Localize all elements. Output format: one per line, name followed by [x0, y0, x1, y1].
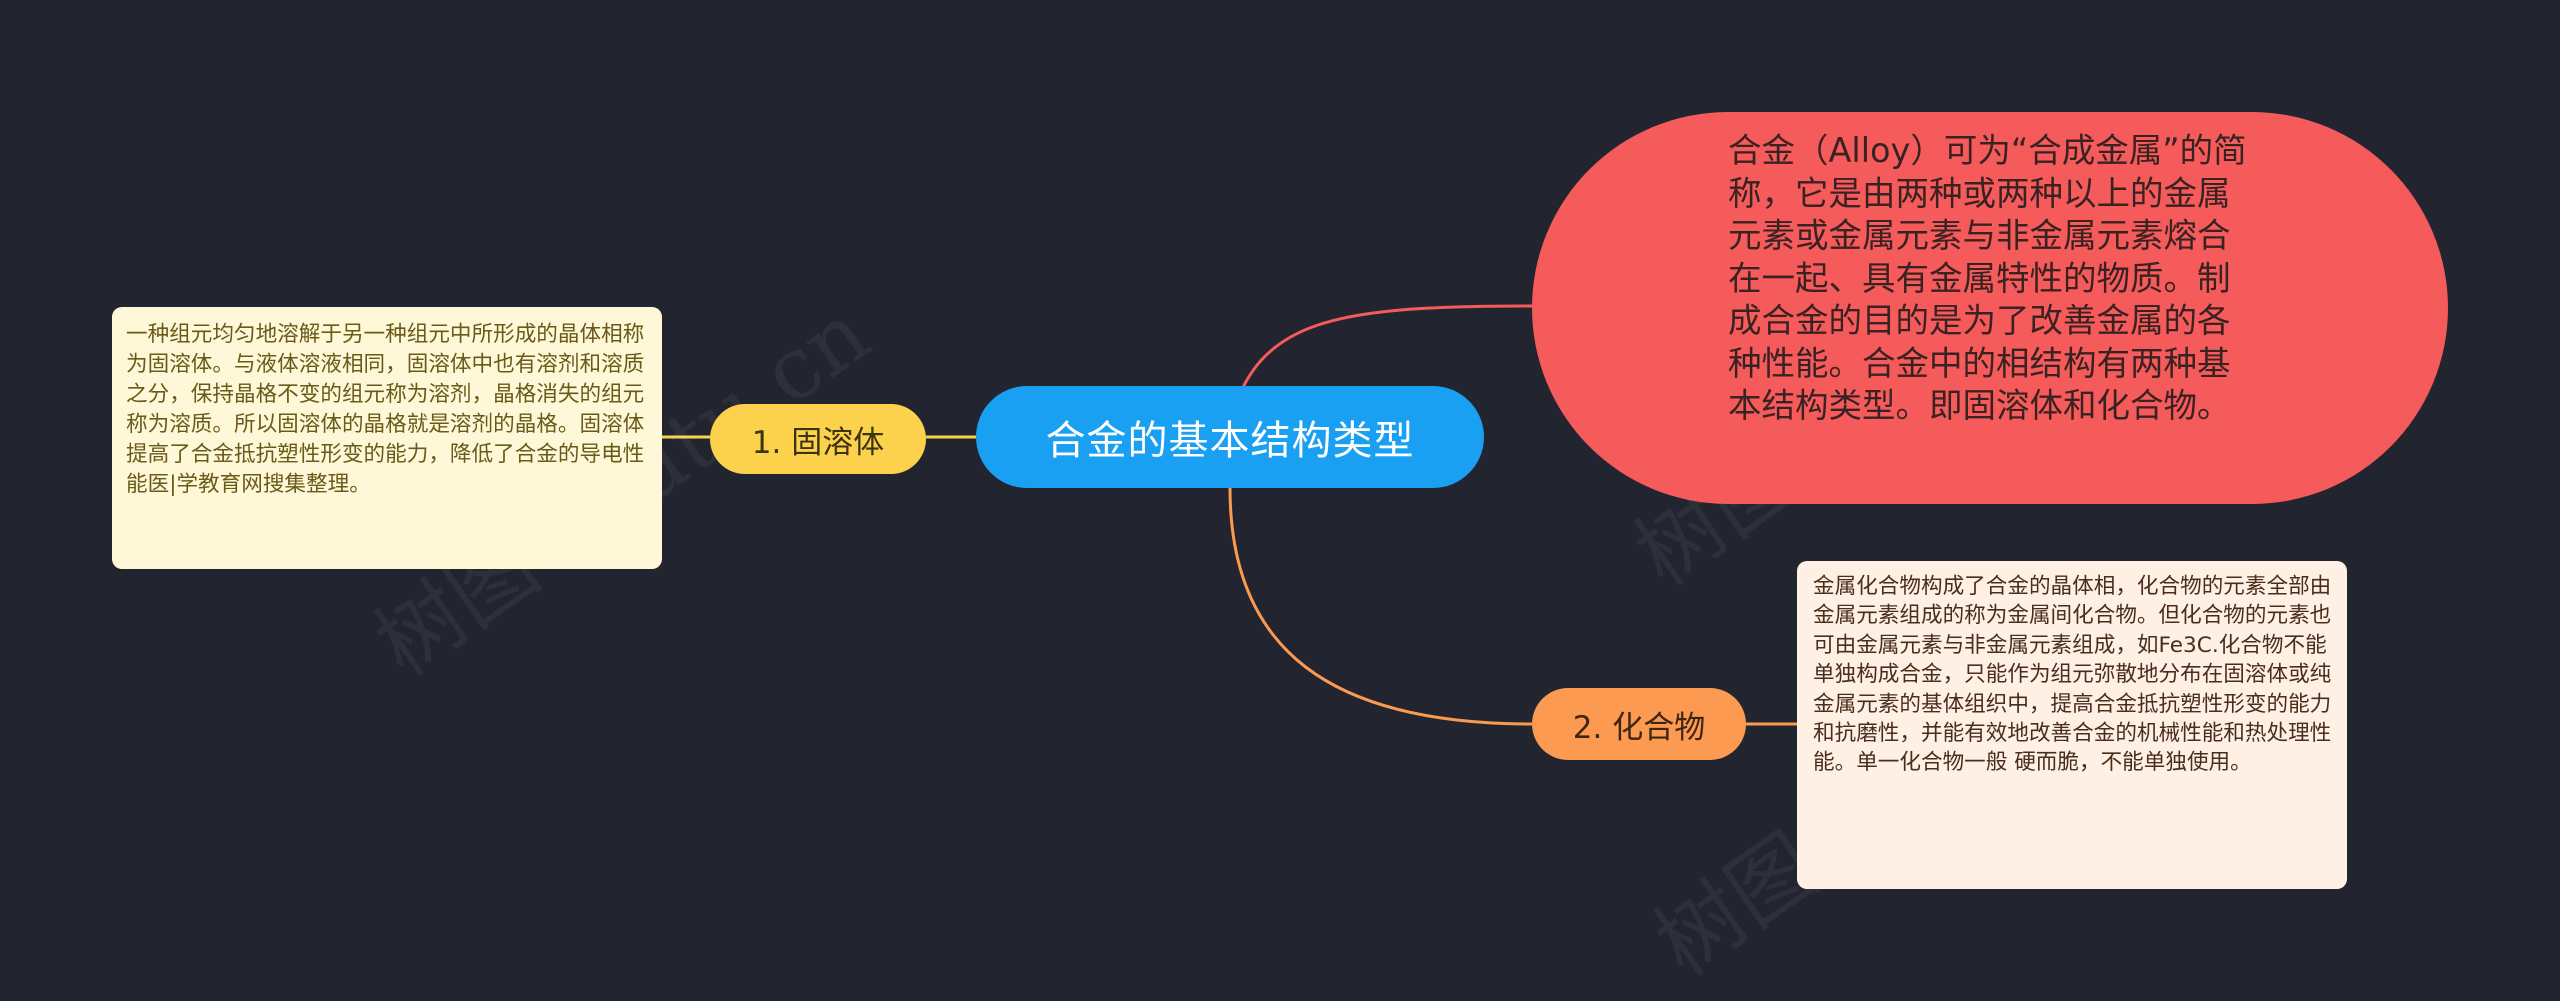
root-topic-label: 合金的基本结构类型	[1045, 418, 1415, 464]
branch-solid-solution[interactable]: 1. 固溶体	[710, 404, 926, 474]
leaf-solid-solution-detail[interactable]: 一种组元均匀地溶解于另一种组元中所形成的晶体相称为固溶体。与液体溶液相同，固溶体…	[112, 307, 662, 569]
leaf-compound-text: 金属化合物构成了合金的晶体相，化合物的元素全部由金属元素组成的称为金属间化合物。…	[1813, 574, 2332, 776]
description-text: 合金（Alloy）可为“合成金属”的简称，它是由两种或两种以上的金属元素或金属元…	[1728, 131, 2247, 425]
root-topic[interactable]: 合金的基本结构类型	[976, 386, 1484, 488]
description-node[interactable]: 合金（Alloy）可为“合成金属”的简称，它是由两种或两种以上的金属元素或金属元…	[1532, 112, 2448, 504]
leaf-compound-detail[interactable]: 金属化合物构成了合金的晶体相，化合物的元素全部由金属元素组成的称为金属间化合物。…	[1797, 561, 2347, 889]
link-root-description	[1228, 304, 1533, 421]
branch-compound[interactable]: 2. 化合物	[1532, 688, 1746, 760]
branch-solid-solution-label: 1. 固溶体	[751, 424, 885, 461]
link-root-branch2	[1228, 487, 1533, 726]
leaf-solid-solution-text: 一种组元均匀地溶解于另一种组元中所形成的晶体相称为固溶体。与液体溶液相同，固溶体…	[126, 322, 645, 497]
branch-compound-label: 2. 化合物	[1572, 709, 1706, 746]
